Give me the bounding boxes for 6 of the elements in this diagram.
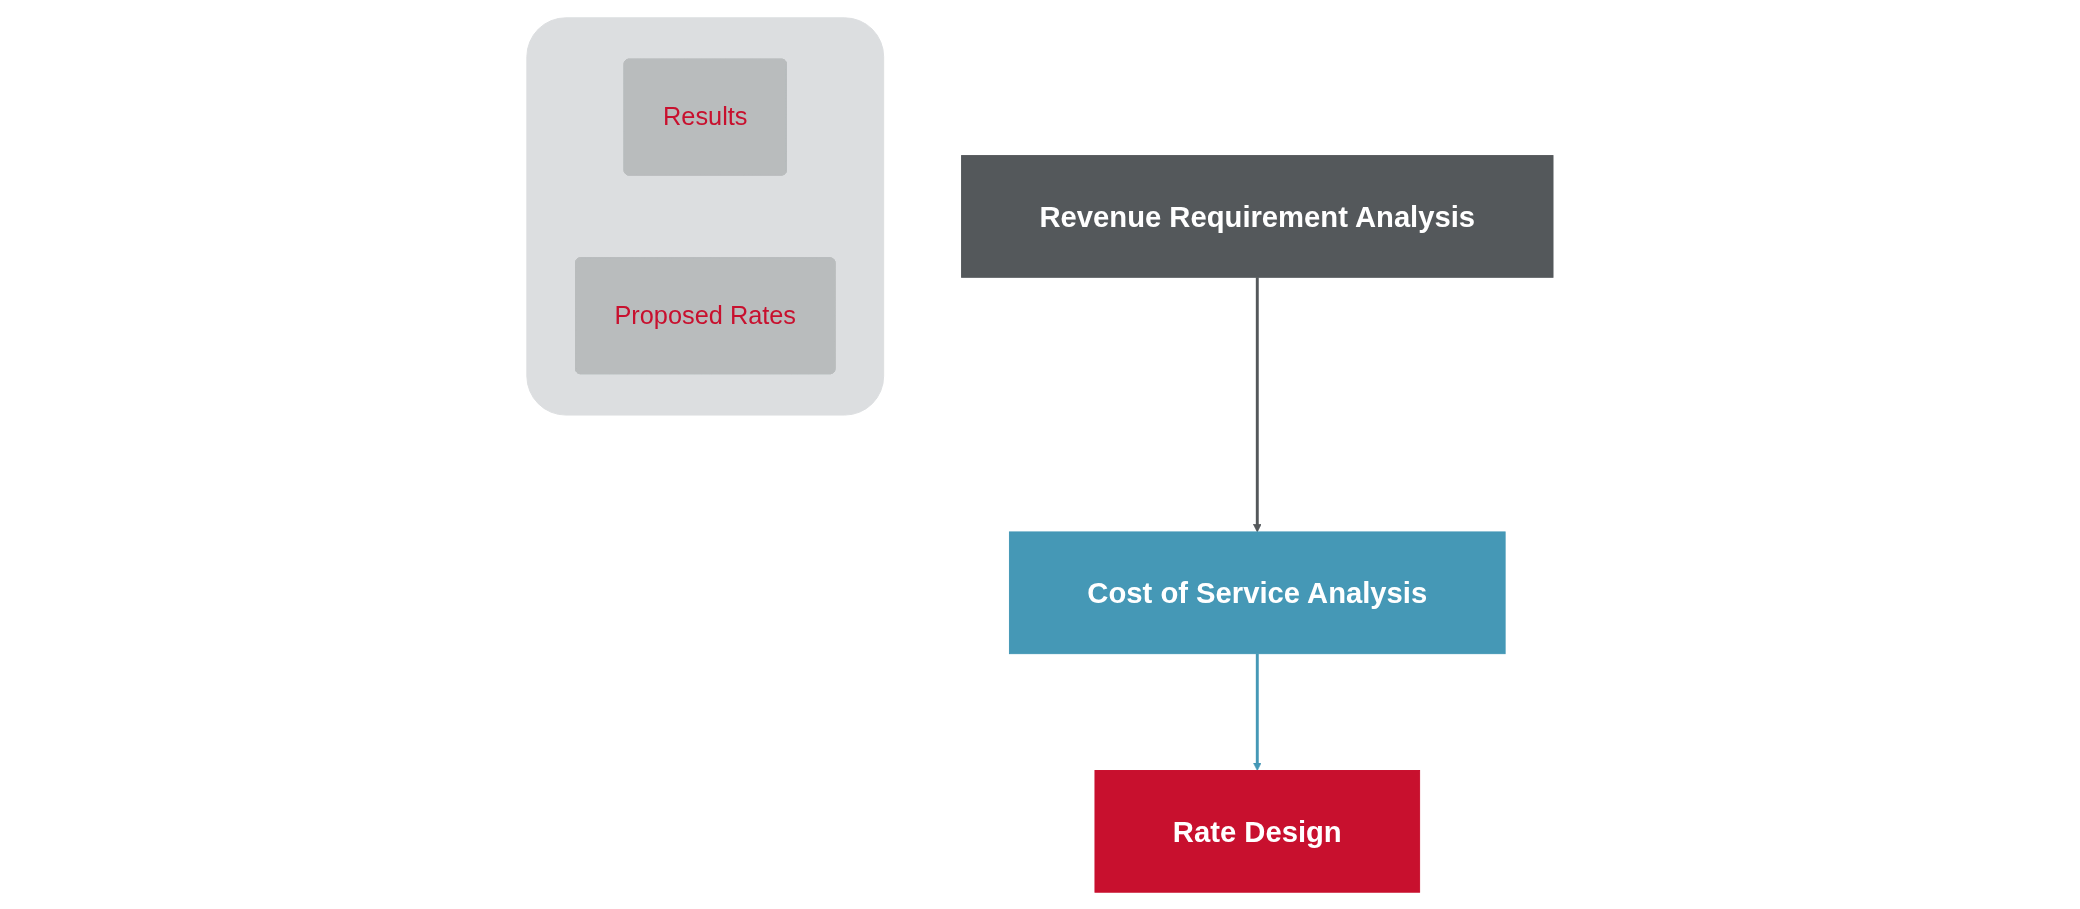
node-box: Revenue Requirement Analysis	[961, 154, 1554, 278]
node-box: Rate Design	[1094, 769, 1421, 893]
node-box: Cost of Service Analysis	[1009, 530, 1506, 654]
arrow	[1253, 653, 1262, 771]
cluster	[526, 16, 885, 416]
arrow	[1253, 276, 1262, 532]
